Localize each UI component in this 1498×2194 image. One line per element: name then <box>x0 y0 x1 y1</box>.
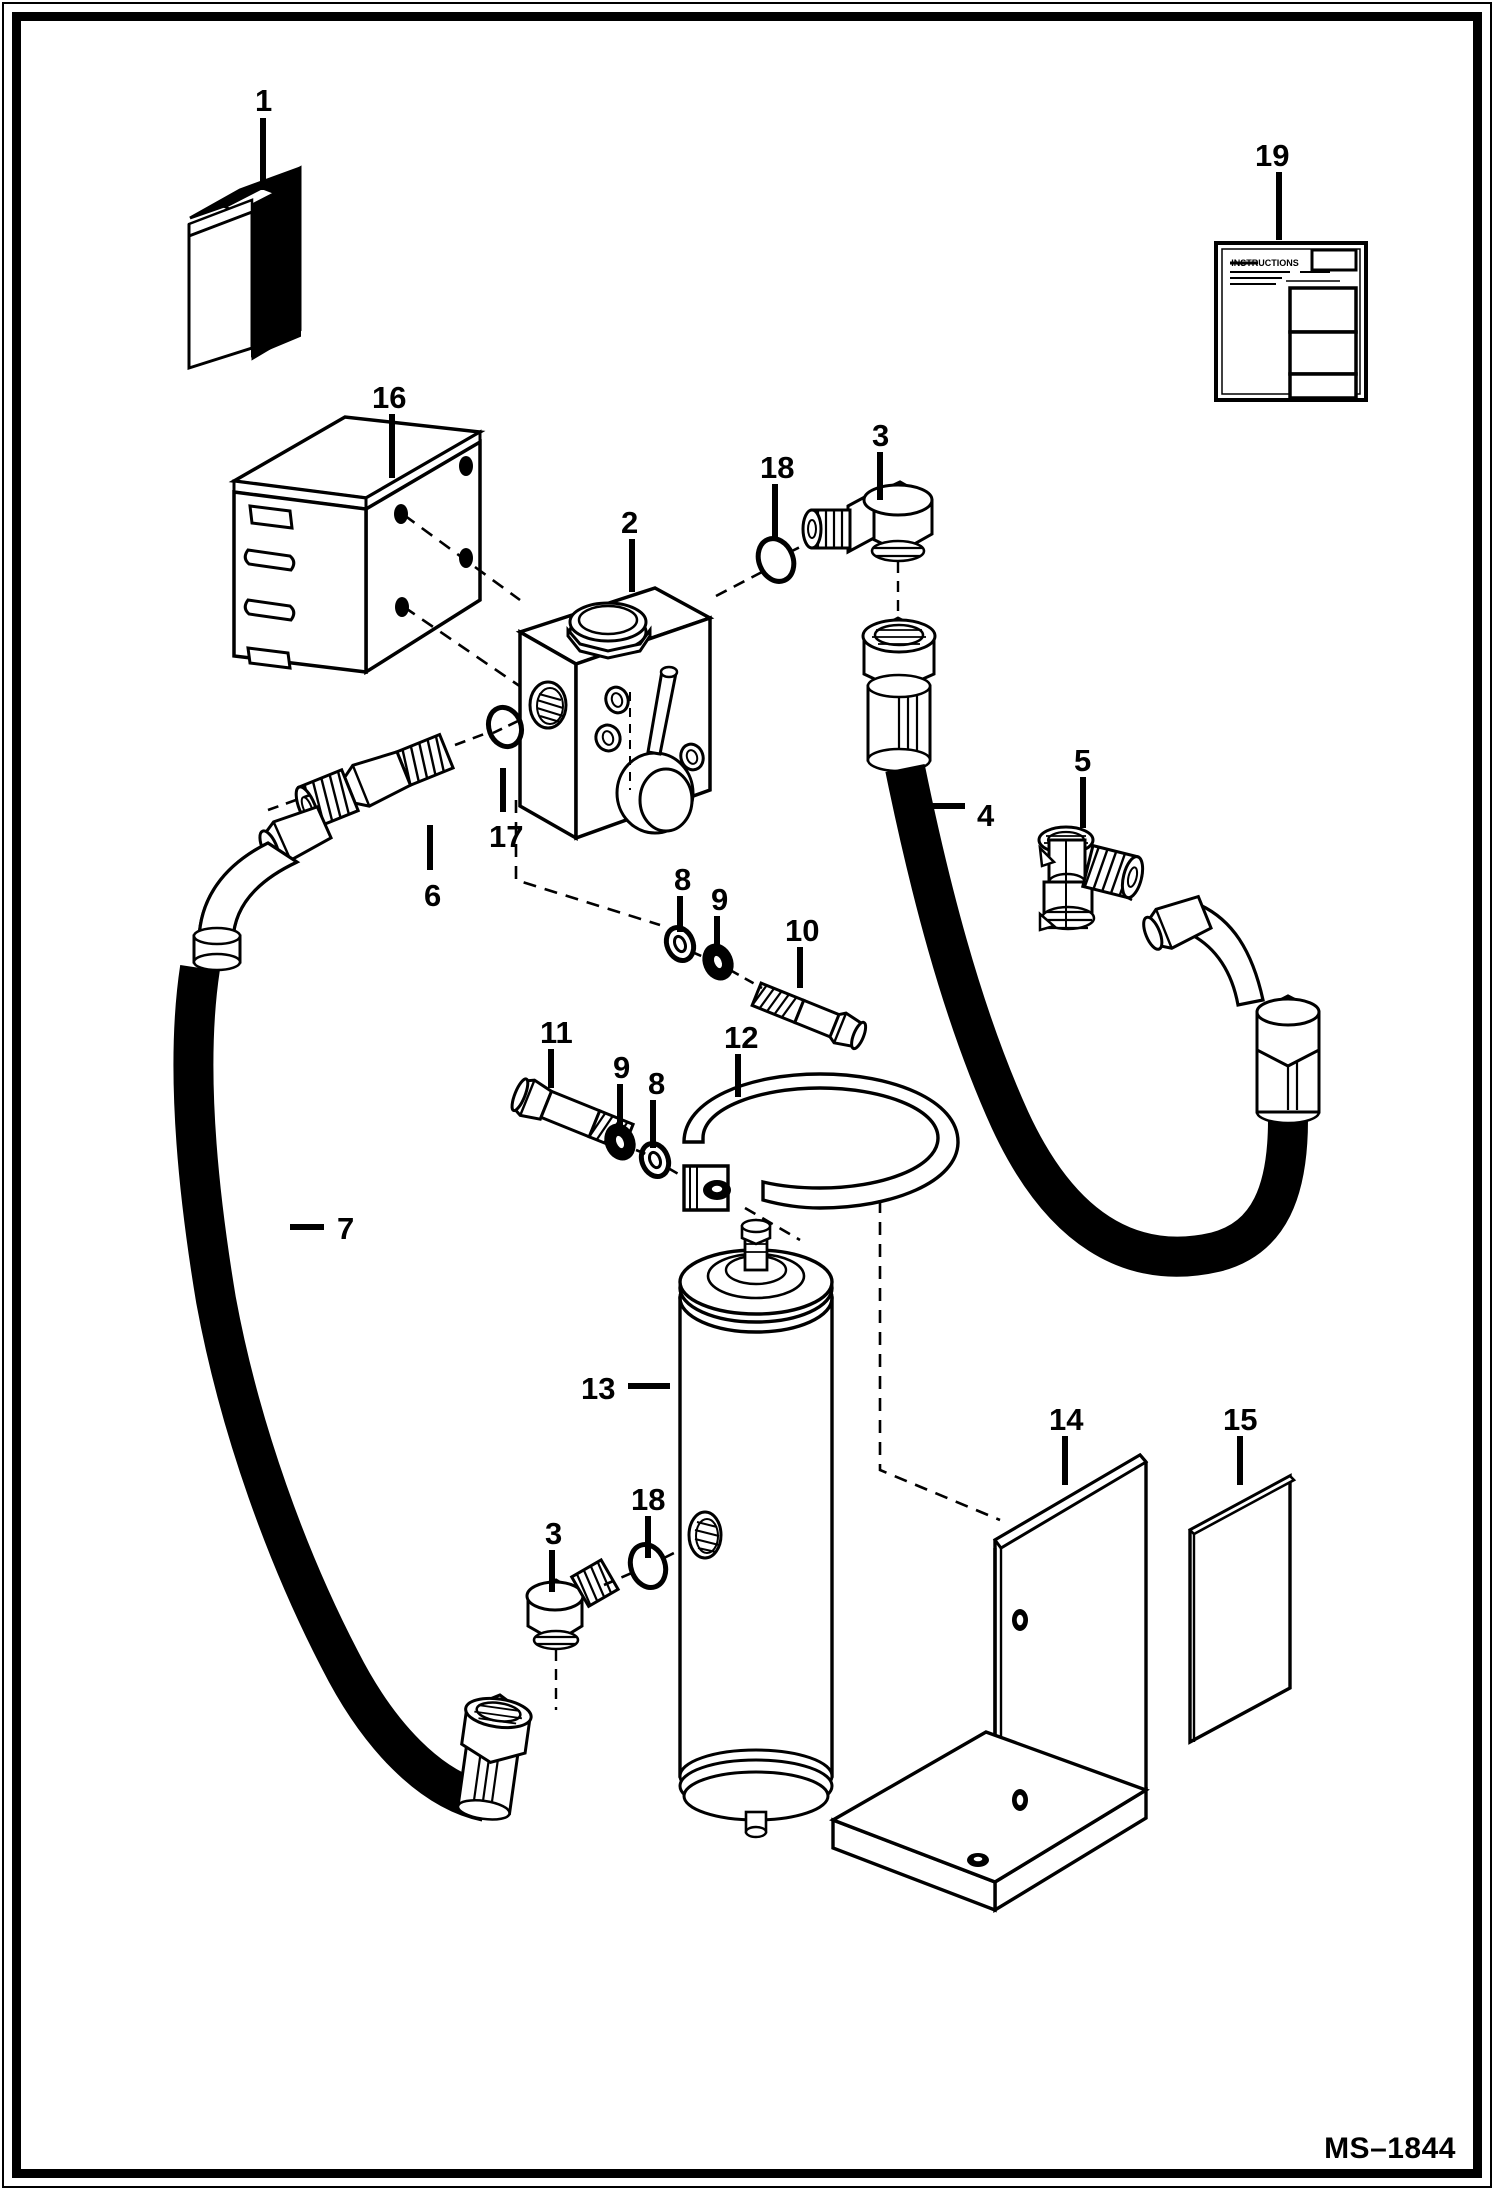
callout-7: 7 <box>337 1211 355 1246</box>
callout-9a: 9 <box>711 882 729 917</box>
callout-1: 1 <box>255 83 273 118</box>
callout-11: 11 <box>540 1015 573 1050</box>
callout-9b: 9 <box>613 1050 631 1085</box>
part-8-flat-washer-upper <box>663 925 697 963</box>
part-3-elbow-fitting-lower <box>525 1538 701 1710</box>
callout-3b: 3 <box>545 1516 563 1551</box>
callout-19: 19 <box>1255 138 1290 173</box>
part-13-filter-canister <box>678 1218 834 1839</box>
callout-10: 10 <box>785 913 820 948</box>
part-10-hex-bolt-short <box>691 950 868 1051</box>
part-4-hose-right <box>861 616 1321 1277</box>
callout-leaders <box>260 118 1282 1592</box>
part-17-o-ring-small <box>485 704 525 750</box>
callout-18a: 18 <box>760 450 795 485</box>
callout-3a: 3 <box>872 418 890 453</box>
part-2-valve-block <box>514 586 715 927</box>
callout-15: 15 <box>1223 1402 1258 1437</box>
part-9-lock-washer-upper <box>702 943 734 981</box>
part-1-controller-module <box>187 165 302 371</box>
instruction-heading-text: INSTRUCTIONS <box>1231 258 1299 268</box>
callout-2: 2 <box>621 505 639 540</box>
callout-8b: 8 <box>648 1066 666 1101</box>
page-border-inner <box>12 12 1482 2178</box>
callout-13: 13 <box>581 1371 616 1406</box>
callout-12: 12 <box>724 1020 759 1055</box>
callout-18b: 18 <box>631 1482 666 1517</box>
drawing-reference-code: MS–1844 <box>1324 2132 1456 2165</box>
callout-14: 14 <box>1049 1402 1084 1437</box>
part-7-hose-left <box>173 804 533 1822</box>
callout-4: 4 <box>977 798 995 833</box>
part-5-tee-adapter-fitting <box>1037 825 1145 932</box>
part-15-flat-plate-decal <box>1187 1473 1297 1745</box>
part-16-mounting-bracket-slot <box>228 415 541 702</box>
callout-6: 6 <box>424 878 442 913</box>
part-8-flat-washer-lower <box>638 1141 672 1179</box>
callout-16: 16 <box>372 380 407 415</box>
part-9-lock-washer-lower <box>604 1123 636 1161</box>
callout-5: 5 <box>1074 743 1092 778</box>
part-3-elbow-fitting-upper <box>715 480 934 620</box>
part-12-filter-band-clamp <box>682 1072 1001 1522</box>
part-19-instruction-sheet: INSTRUCTIONS <box>1214 241 1368 402</box>
part-6-straight-adapter <box>267 731 488 830</box>
callout-8a: 8 <box>674 862 692 897</box>
part-14-mounting-bracket-angle <box>829 1452 1150 1914</box>
callout-17: 17 <box>489 819 524 854</box>
